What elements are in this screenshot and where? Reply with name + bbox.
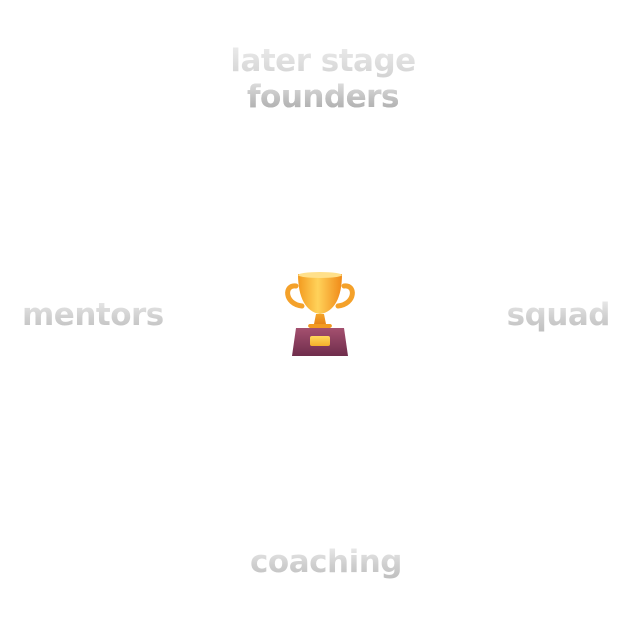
right-label: squad — [506, 297, 611, 333]
top-label-line2: founders — [6, 79, 640, 116]
bottom-label: coaching — [0, 544, 640, 581]
top-label-line1: later stage — [230, 43, 416, 79]
left-label: mentors — [22, 297, 164, 333]
trophy-icon — [282, 270, 358, 360]
top-label: later stage founders — [0, 44, 640, 115]
